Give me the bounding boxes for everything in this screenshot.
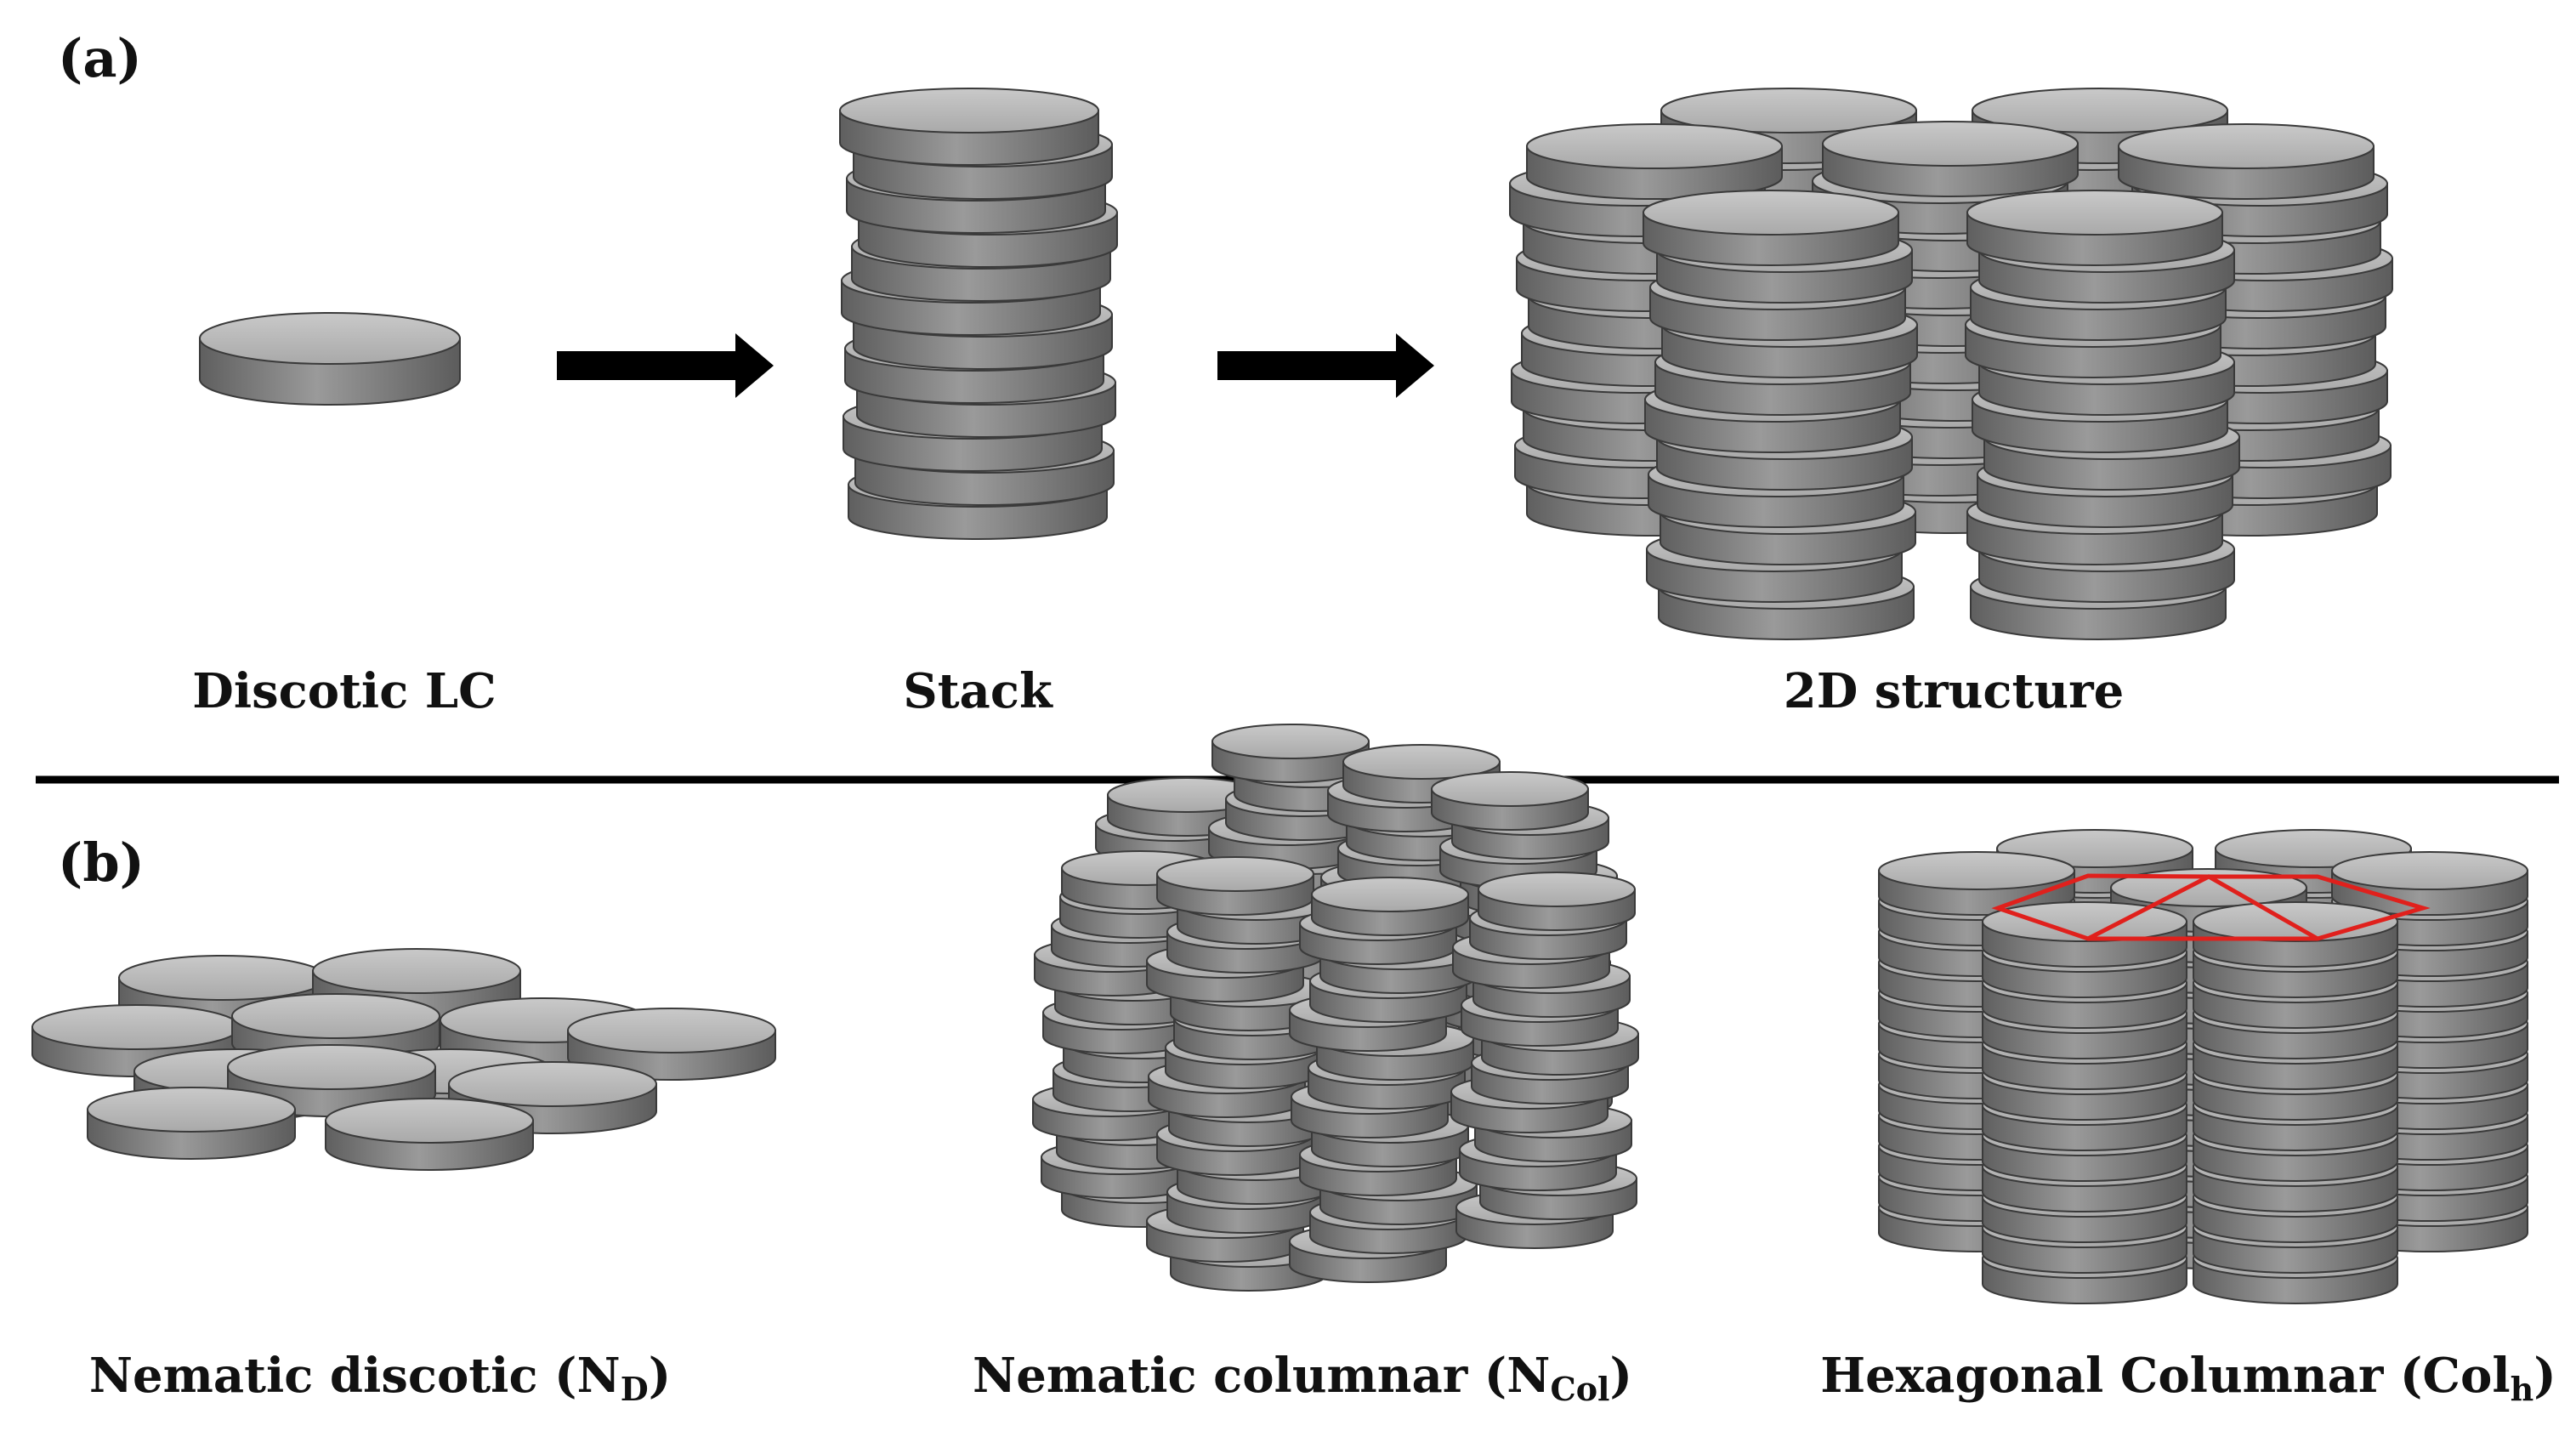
- panel-b-nematic-columnar: [1032, 724, 1639, 1292]
- disc: [325, 1098, 534, 1171]
- caption-colh-subscript: h: [2510, 1370, 2534, 1408]
- disc: [2193, 901, 2398, 968]
- caption-ncol-end: ): [1609, 1348, 1633, 1404]
- caption-stack: Stack: [903, 663, 1053, 719]
- disc: [1822, 121, 2079, 197]
- disc: [1211, 724, 1370, 783]
- disc: [1878, 851, 2075, 916]
- caption-hexagonal-columnar: Hexagonal Columnar (Colh): [1820, 1348, 2556, 1408]
- caption-nd-subscript: D: [620, 1370, 649, 1408]
- right-arrow-icon: [1217, 333, 1434, 398]
- disc: [1156, 856, 1314, 916]
- disc: [1311, 877, 1469, 936]
- caption-2d-structure: 2D structure: [1783, 663, 2125, 719]
- caption-ncol-subscript: Col: [1550, 1370, 1610, 1408]
- caption-nd-end: ): [648, 1348, 672, 1404]
- panel-label-b: (b): [58, 832, 145, 894]
- right-arrow-icon: [557, 333, 774, 398]
- disc: [839, 88, 1099, 166]
- caption-nematic-discotic: Nematic discotic (ND): [89, 1348, 671, 1408]
- disc: [1431, 771, 1589, 831]
- disc: [2118, 123, 2375, 200]
- panel-b-nematic-discotic: [31, 948, 776, 1171]
- disc: [1643, 190, 1899, 266]
- disc: [199, 312, 461, 406]
- disc: [448, 1061, 657, 1134]
- caption-nd-main: Nematic discotic (N: [88, 1348, 621, 1404]
- hexagon-outline-icon: [1991, 873, 2431, 941]
- disc: [87, 1087, 296, 1160]
- disc: [1478, 872, 1636, 931]
- caption-discotic-lc: Discotic LC: [192, 663, 496, 719]
- panel-b-hexagonal-columnar: [1878, 829, 2528, 1304]
- caption-colh-end: ): [2533, 1348, 2556, 1404]
- caption-ncol-main: Nematic columnar (N: [973, 1348, 1551, 1404]
- panel-a-2d-structure: [1509, 88, 2393, 640]
- panel-a-stack: [839, 88, 1118, 540]
- disc: [2331, 851, 2528, 916]
- caption-colh-main: Hexagonal Columnar (Col: [1820, 1348, 2511, 1404]
- panel-a-discotic-lc: [199, 312, 461, 406]
- panel-label-a: (a): [58, 27, 142, 89]
- disc: [1966, 190, 2223, 266]
- caption-nematic-columnar: Nematic columnar (NCol): [973, 1348, 1632, 1408]
- disc: [1526, 123, 1783, 200]
